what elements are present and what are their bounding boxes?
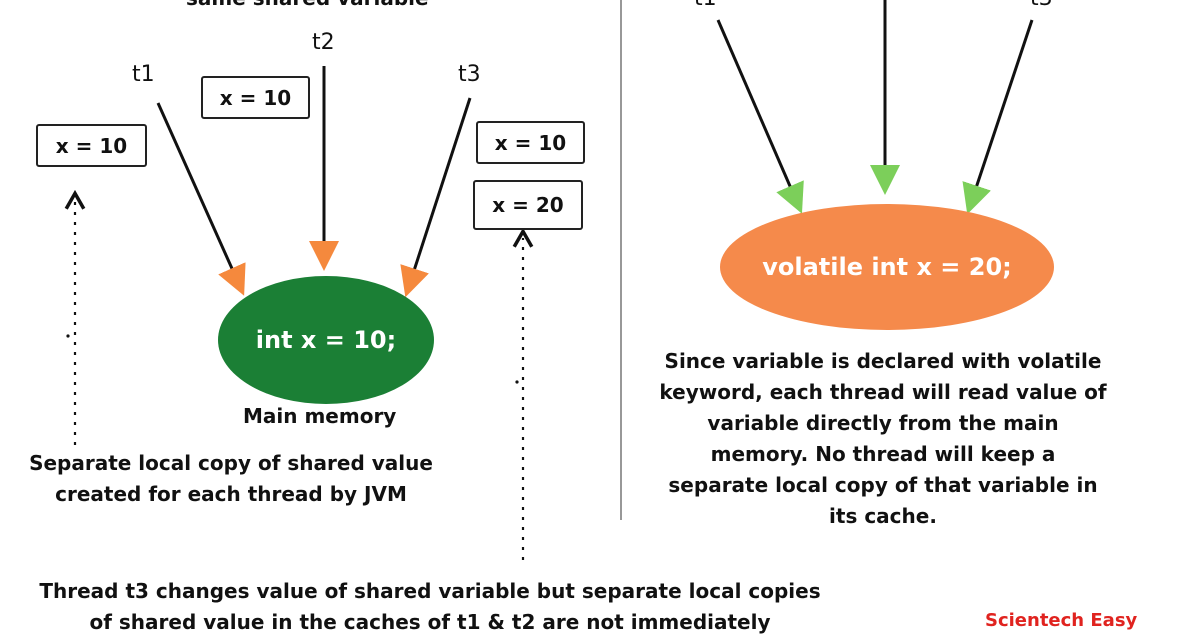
main-memory-value: int x = 10;: [255, 326, 397, 354]
arrow-right-t3: [962, 19, 1034, 215]
bottom-caption-line2: of shared value in the caches of t1 & t2…: [89, 610, 771, 634]
t2-local-copy-box: x = 10: [201, 76, 310, 119]
t1-local-copy-box: x = 10: [36, 124, 147, 167]
main-memory-label: Main memory: [243, 404, 397, 428]
right-caption-line6: its cache.: [829, 504, 937, 528]
thread-label-t1: t1: [132, 62, 155, 87]
t3-local-copy-box-new: x = 20: [473, 180, 583, 230]
thread-label-t3: t3: [458, 62, 481, 87]
right-caption-line3: variable directly from the main: [707, 411, 1059, 435]
volatile-value: volatile int x = 20;: [762, 253, 1012, 281]
right-thread-label-t3: t3: [1030, 0, 1053, 11]
thread-label-t2: t2: [312, 30, 335, 55]
top-caption-partial: same shared variable: [186, 0, 429, 10]
bottom-caption: Thread t3 changes value of shared variab…: [0, 576, 860, 638]
arrow-t1-to-memory: [156, 102, 246, 296]
main-memory-ellipse: [218, 276, 434, 404]
arrow-right-t1: [716, 19, 804, 214]
arrow-t3-to-memory: [400, 97, 472, 298]
left-caption: Separate local copy of shared value crea…: [0, 448, 462, 510]
right-thread-label-t1: t1: [694, 0, 717, 11]
left-caption-line2: created for each thread by JVM: [55, 482, 407, 506]
right-caption-line2: keyword, each thread will read value of: [659, 380, 1107, 404]
right-caption: Since variable is declared with volatile…: [622, 346, 1144, 532]
right-caption-line5: separate local copy of that variable in: [668, 473, 1098, 497]
right-caption-line4: memory. No thread will keep a: [710, 442, 1056, 466]
right-caption-line1: Since variable is declared with volatile: [664, 349, 1102, 373]
t3-local-copy-box-old: x = 10: [476, 121, 585, 164]
bottom-caption-line1: Thread t3 changes value of shared variab…: [39, 579, 821, 603]
left-caption-line1: Separate local copy of shared value: [29, 451, 433, 475]
brand-watermark: Scientech Easy: [985, 610, 1138, 631]
volatile-ellipse: [720, 204, 1054, 330]
